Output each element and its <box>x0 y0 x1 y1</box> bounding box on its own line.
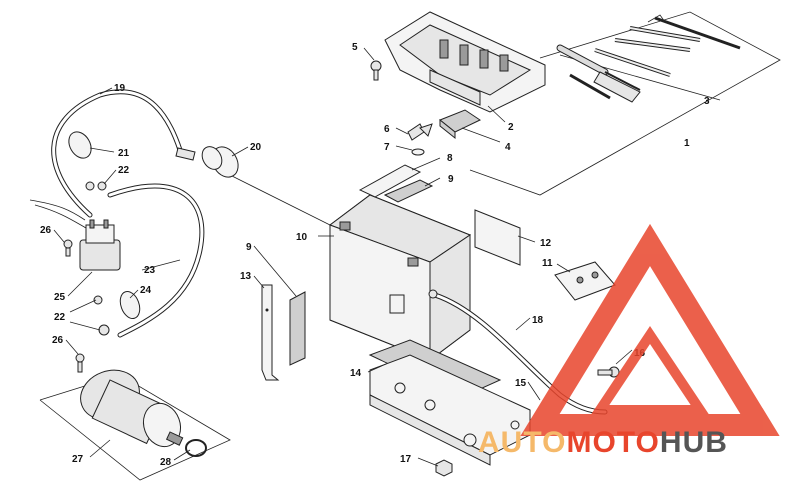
tools-set <box>556 14 741 103</box>
callout-11: 11 <box>542 258 553 269</box>
watermark-logo <box>520 223 780 436</box>
screw-26-bottom <box>75 353 85 373</box>
callout-28: 28 <box>160 457 172 468</box>
bracket-13 <box>261 284 280 381</box>
wing-nut-6 <box>407 123 433 141</box>
callout-9-top: 9 <box>448 174 454 185</box>
callout-1: 1 <box>684 138 690 149</box>
callout-26-bottom: 26 <box>52 335 64 346</box>
callout-6: 6 <box>384 124 390 135</box>
boot-21 <box>68 131 92 159</box>
cable-19 <box>51 89 331 226</box>
screw-5 <box>370 60 382 81</box>
watermark-text: AUTOMOTOHUB <box>478 426 728 459</box>
callout-24: 24 <box>140 285 152 296</box>
watermark-moto: MOTO <box>566 426 659 459</box>
solenoid-25 <box>29 199 121 271</box>
washer-7 <box>411 148 425 156</box>
watermark-hub: HUB <box>660 426 728 459</box>
screw-26-top <box>63 239 73 257</box>
callout-23: 23 <box>144 265 156 276</box>
battery-strap-8 <box>358 164 422 198</box>
callout-4: 4 <box>505 142 511 153</box>
cable-23 <box>107 183 205 338</box>
callout-22-top: 22 <box>118 165 130 176</box>
battery-tray-14 <box>368 339 531 466</box>
callout-labels: 1 2 3 4 5 6 7 8 9 9 10 11 12 13 14 15 16… <box>40 42 710 468</box>
nuts-22 <box>85 181 110 336</box>
callout-7: 7 <box>384 142 390 153</box>
cable-18 <box>428 289 608 415</box>
callout-13: 13 <box>240 271 252 282</box>
callout-26-top: 26 <box>40 225 52 236</box>
starter-motor-27 <box>39 369 231 481</box>
callout-17: 17 <box>400 454 412 465</box>
tool-tray <box>384 11 546 113</box>
battery <box>328 194 472 361</box>
foam-pad-9-side <box>289 291 306 366</box>
callout-21: 21 <box>118 148 130 159</box>
callout-19: 19 <box>114 83 126 94</box>
callout-2: 2 <box>508 122 514 133</box>
nut-17 <box>435 459 453 477</box>
leader-lines <box>53 47 633 467</box>
boot-24 <box>119 290 141 320</box>
callout-22-bottom: 22 <box>54 312 66 323</box>
o-ring-28 <box>185 439 207 457</box>
bracket-11 <box>554 261 616 301</box>
foam-pad-9-top <box>383 179 434 203</box>
callout-8: 8 <box>447 153 453 164</box>
watermark-triangle-icon <box>520 223 780 436</box>
callout-15: 15 <box>515 378 527 389</box>
bolt-16 <box>597 366 620 378</box>
callout-25: 25 <box>54 292 66 303</box>
boot-20 <box>201 146 239 178</box>
foam-pad-4 <box>439 109 482 140</box>
callout-5: 5 <box>352 42 358 53</box>
callout-3: 3 <box>704 96 710 107</box>
callout-27: 27 <box>72 454 84 465</box>
callout-10: 10 <box>296 232 308 243</box>
watermark-auto: AUTO <box>478 426 566 459</box>
callout-20: 20 <box>250 142 262 153</box>
callout-9-side: 9 <box>246 242 252 253</box>
callout-14: 14 <box>350 368 362 379</box>
callout-18: 18 <box>532 315 544 326</box>
pad-12 <box>474 209 521 266</box>
watermark-inner-triangle-icon <box>590 325 710 415</box>
callout-12: 12 <box>540 238 552 249</box>
